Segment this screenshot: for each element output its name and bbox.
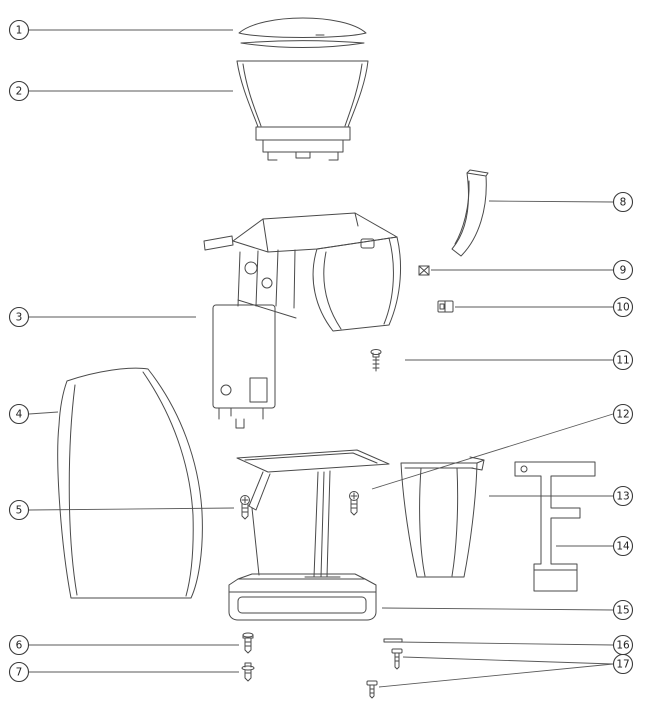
- callout-circle: [8, 19, 30, 41]
- part-screw-17a: [391, 648, 403, 670]
- callout-circle: [612, 653, 634, 675]
- callout-number: 6: [16, 640, 23, 652]
- callout-circle: [8, 403, 30, 425]
- part-base-tray: [228, 573, 377, 621]
- part-clip: [418, 265, 430, 276]
- part-hopper-lever: [451, 169, 489, 257]
- callout-14: 14: [612, 535, 634, 557]
- callout-12: 12: [612, 403, 634, 425]
- part-grounds-bin: [400, 456, 485, 578]
- callout-8: 8: [612, 191, 634, 213]
- callout-circle: [612, 485, 634, 507]
- callout-circle: [8, 306, 30, 328]
- callout-circle: [612, 599, 634, 621]
- callout-number: 3: [16, 312, 23, 324]
- callout-7: 7: [8, 661, 30, 683]
- callout-circle: [612, 191, 634, 213]
- callout-number: 14: [616, 541, 630, 553]
- part-hopper-lid: [238, 17, 367, 48]
- callout-4: 4: [8, 403, 30, 425]
- callout-16: 16: [612, 634, 634, 656]
- callout-number: 8: [620, 197, 627, 209]
- leader-line-4: [28, 411, 59, 415]
- callout-number: 17: [616, 659, 629, 671]
- callout-circle: [612, 259, 634, 281]
- callout-3: 3: [8, 306, 30, 328]
- callout-number: 10: [616, 302, 629, 314]
- leader-line-5: [28, 507, 235, 511]
- part-screw-5: [240, 495, 250, 520]
- leader-line-8: [488, 200, 614, 203]
- callout-circle: [612, 535, 634, 557]
- callout-5: 5: [8, 499, 30, 521]
- callout-number: 1: [16, 25, 23, 37]
- callout-circle: [8, 80, 30, 102]
- part-outer-housing: [57, 367, 203, 599]
- callout-9: 9: [612, 259, 634, 281]
- callout-circle: [612, 349, 634, 371]
- part-screw-17b: [366, 680, 378, 699]
- callout-13: 13: [612, 485, 634, 507]
- callout-number: 4: [16, 409, 23, 421]
- leader-line-12: [371, 413, 614, 490]
- callout-6: 6: [8, 634, 30, 656]
- leader-line-17b: [378, 663, 614, 688]
- callout-11: 11: [612, 349, 634, 371]
- callout-17: 17: [612, 653, 634, 675]
- callout-circle: [8, 634, 30, 656]
- part-screw-12: [349, 491, 359, 516]
- callout-10: 10: [612, 296, 634, 318]
- callout-number: 11: [616, 355, 629, 367]
- callout-number: 16: [616, 640, 630, 652]
- part-spacer: [383, 638, 403, 643]
- callout-circle: [612, 296, 634, 318]
- leader-line-17a: [402, 656, 614, 665]
- callout-circle: [8, 499, 30, 521]
- callout-1: 1: [8, 19, 30, 41]
- callout-2: 2: [8, 80, 30, 102]
- callout-number: 9: [620, 265, 627, 277]
- part-switch: [437, 300, 454, 313]
- callouts: 1 2 3 4 5 6 7 8: [8, 19, 634, 683]
- callout-number: 5: [16, 505, 23, 517]
- leader-lines: [28, 29, 614, 688]
- callout-number: 12: [616, 409, 629, 421]
- callout-circle: [8, 661, 30, 683]
- part-stand-bracket: [514, 461, 596, 592]
- leader-line-15: [381, 607, 614, 611]
- part-support-frame: [236, 449, 390, 578]
- part-bean-hopper: [236, 60, 369, 161]
- part-screw-7: [241, 662, 255, 682]
- callout-15: 15: [612, 599, 634, 621]
- callout-number: 15: [616, 605, 629, 617]
- part-screw-11: [370, 349, 382, 372]
- callout-number: 2: [16, 86, 23, 98]
- part-grinder-body: [203, 212, 402, 429]
- callout-number: 13: [616, 491, 629, 503]
- callout-circle: [612, 403, 634, 425]
- part-screw-6: [242, 632, 254, 654]
- leader-line-16: [396, 641, 614, 646]
- callout-number: 7: [16, 667, 23, 679]
